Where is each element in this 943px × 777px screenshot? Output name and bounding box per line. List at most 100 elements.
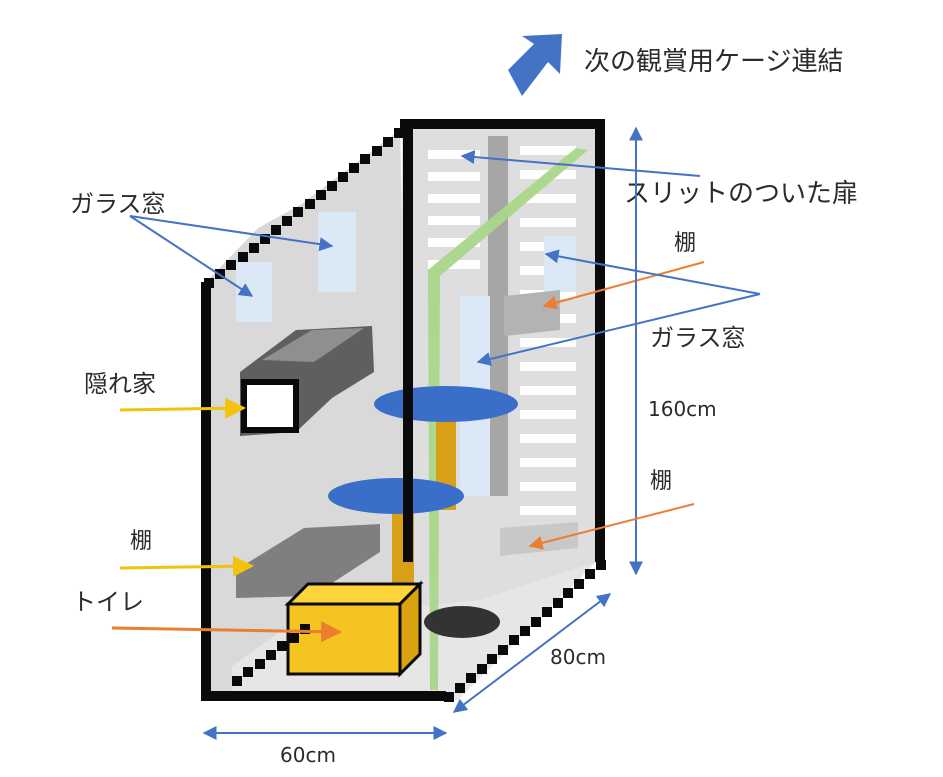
slit-door-label: スリットのついた扉 [624,179,858,209]
outline-pixel [509,635,519,645]
outline-pixel [260,234,270,244]
outline-pixel [585,569,595,579]
door-slat [520,386,576,395]
toilet-front [286,602,402,676]
door-slat [520,218,576,227]
toilet-label: トイレ [72,588,144,616]
depth-label: 80cm [550,645,606,669]
outline-pixel [372,146,382,156]
outline-pixel [232,676,242,686]
door-slat [520,410,576,419]
outline-pixel [487,654,497,664]
cage [201,119,606,702]
hideout-pointer [119,397,247,419]
door-slat [520,146,576,155]
outline-pixel [238,252,248,262]
shelf-top-label: 棚 [674,231,696,256]
door-slat [428,150,480,159]
glass-window-left-b [318,212,356,292]
door-slat [520,458,576,467]
slit-door-pointer [460,150,701,177]
outline-pixel [300,624,310,634]
shelf-top-right [504,290,560,336]
outline-pixel [477,664,487,674]
glass-window-right-pointer-b [476,293,761,366]
outline-pixel [255,659,265,669]
toilet-top [284,582,424,606]
cat-tower-platform-mid [328,478,464,514]
toilet-pointer [111,621,343,643]
door-slats-left [428,150,480,269]
outline-pixel [455,683,465,693]
door-slat [428,172,480,181]
cat-tower-base [424,606,500,638]
cat-tower-post-upper [436,400,456,510]
outline-pixel [243,667,253,677]
outline-pixel [531,617,541,627]
hideout-label: 隠れ家 [84,370,156,398]
width-label: 60cm [280,743,336,767]
door-slat [428,238,480,247]
outline-pixel [360,154,370,164]
next-cage-arrow [508,34,562,96]
glass-window-left-pointer-a [129,215,334,252]
outline-pixel [266,650,276,660]
outline-pixel [574,579,584,589]
outline-pixel [277,641,287,651]
outline-pixel [249,243,259,253]
outline-pixel [553,598,563,608]
toilet [284,580,424,678]
cat-tower-platform-top [374,386,518,422]
door-slat [520,506,576,515]
outline-pixel [293,207,303,217]
outline-pixel [305,199,315,209]
outline-left-edge [201,282,446,701]
outline-pixel [289,633,299,643]
hideout-opening [241,379,299,433]
outline-pixel [563,588,573,598]
outline-front-rect [400,119,605,562]
outline-pixel [520,626,530,636]
outline-pixel [498,645,508,655]
door-slat [428,194,480,203]
shelf-left [236,524,380,598]
shelf-left-label: 棚 [130,529,152,554]
shelf-top-pointer [542,261,705,310]
outline-pixel [349,163,359,173]
outline-pixel [383,137,393,147]
glass-window-right-label: ガラス窓 [650,324,746,352]
door-slat [428,216,480,225]
shelf-left-pointer [119,555,255,577]
outline-pixel [316,190,326,200]
glass-window-left-a [236,262,272,322]
door-slat [428,260,480,269]
outline-pixel [338,172,348,182]
cage-outline [201,119,605,701]
next-cage-label: 次の観賞用ケージ連結 [584,47,843,77]
outline-pixel [327,181,337,191]
glass-window-left-label: ガラス窓 [70,190,166,218]
outline-pixel [444,692,454,702]
outline-pixel [466,673,476,683]
hideout-top [262,328,364,362]
outline-pixel [282,216,292,226]
outline-pixel [204,278,214,288]
shelf-right-label: 棚 [650,469,672,494]
outline-pixel [271,225,281,235]
shelf-right-pointer [528,503,695,550]
door-slat [520,434,576,443]
glass-window-left-pointer-b [129,215,254,297]
door-slat [520,362,576,371]
depth-dimension [452,593,612,713]
door-slat [520,482,576,491]
outline-pixel [226,260,236,270]
height-label: 160cm [648,397,717,421]
glass-window-right-a [544,236,576,292]
outline-pixel [394,128,404,138]
outline-pixel [596,560,606,570]
glass-window-right-pointer-a [544,249,761,295]
door-slat [520,194,576,203]
door-slat [520,338,576,347]
toilet-side [398,580,422,678]
